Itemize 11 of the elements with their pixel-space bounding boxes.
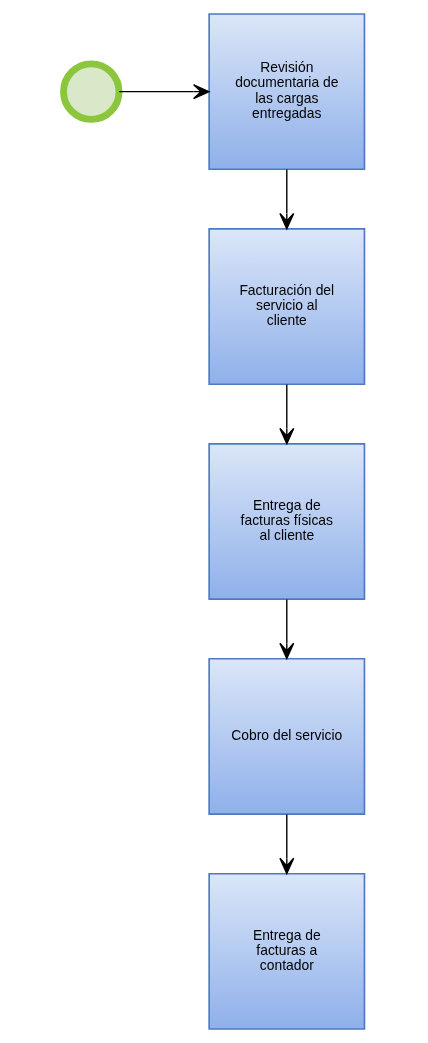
arrow <box>279 383 295 445</box>
arrow <box>279 598 295 660</box>
node-box: Cobro del servicio <box>208 657 366 815</box>
node-box: Facturación del servicio al cliente <box>208 228 366 386</box>
node-circle <box>60 60 123 123</box>
arrow <box>118 84 210 100</box>
arrow <box>279 168 295 230</box>
node-box: Entrega de facturas a contador <box>208 872 366 1030</box>
arrow <box>279 813 295 875</box>
node-box: Entrega de facturas físicas al cliente <box>208 443 366 600</box>
node-box: Revisión documentaria de las cargas entregadas <box>208 13 366 171</box>
